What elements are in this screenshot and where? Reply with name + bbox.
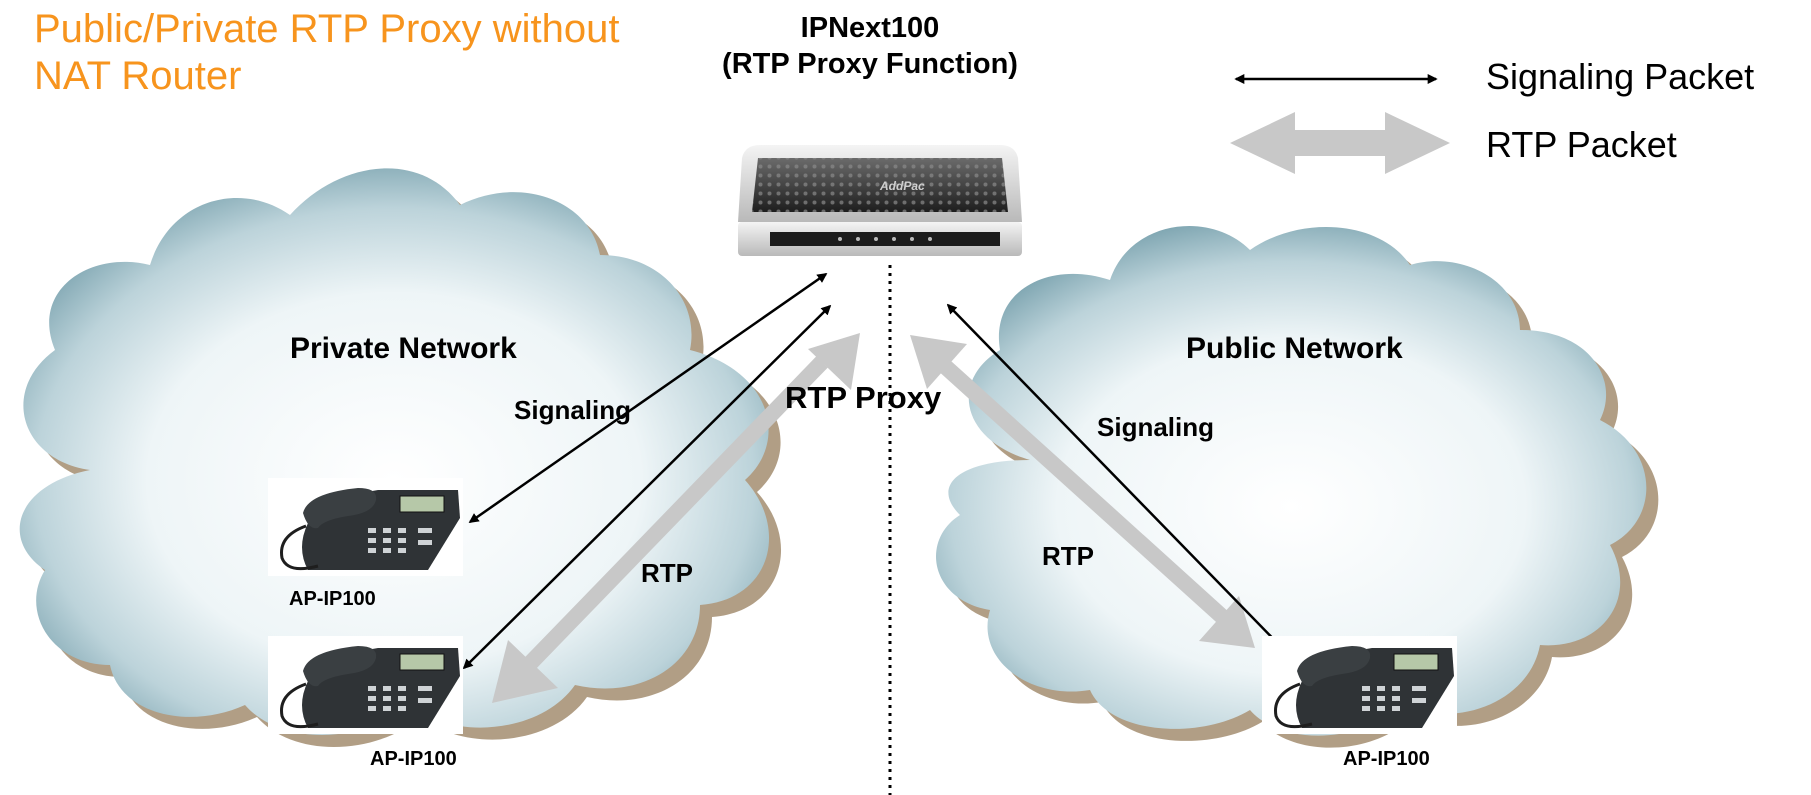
ip-phone-2 <box>268 636 463 734</box>
phone-2-model: AP-IP100 <box>370 748 457 770</box>
legend-rtp-label: RTP Packet <box>1486 124 1677 165</box>
phone-1-model: AP-IP100 <box>289 588 376 610</box>
rtp-label-public: RTP <box>1042 541 1094 571</box>
legend-rtp-arrow <box>1230 112 1450 174</box>
rtp-proxy-label: RTP Proxy <box>785 380 942 415</box>
router-brand-label: AddPac <box>879 179 925 193</box>
ipnext100-router: AddPac <box>738 145 1022 256</box>
diagram-title: Public/Private RTP Proxy without NAT Rou… <box>34 7 620 98</box>
rtp-label-private: RTP <box>641 558 693 588</box>
phone-3-model: AP-IP100 <box>1343 748 1430 770</box>
signaling-arrow-phone2 <box>462 304 832 670</box>
device-function: (RTP Proxy Function) <box>722 48 1018 80</box>
legend-signaling-label: Signaling Packet <box>1486 56 1755 97</box>
signaling-arrow-phone3 <box>946 303 1292 658</box>
ip-phone-1 <box>268 478 463 576</box>
device-name: IPNext100 <box>800 12 940 44</box>
signaling-label-public: Signaling <box>1097 412 1214 442</box>
device-title: IPNext100 (RTP Proxy Function) <box>650 10 1090 82</box>
ip-phone-3 <box>1262 636 1457 734</box>
public-network-label: Public Network <box>1186 332 1403 365</box>
private-network-label: Private Network <box>290 332 517 365</box>
signaling-label-private: Signaling <box>514 395 631 425</box>
